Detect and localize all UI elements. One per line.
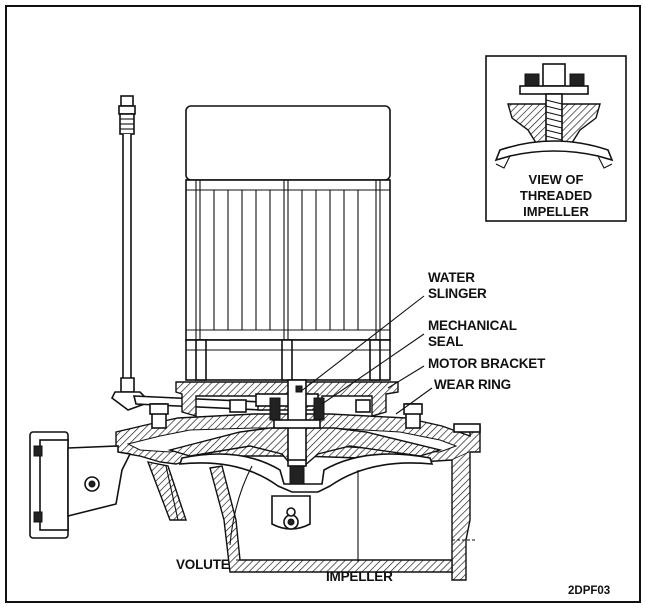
label-mechanical-line-2: SEAL [428, 334, 463, 349]
drain-plug [271, 495, 311, 530]
label-water-line-2: SLINGER [428, 286, 487, 301]
label-volute: VOLUTE [176, 557, 230, 572]
leader-wear-ring [395, 387, 433, 415]
inset-caption-line-1: VIEW OF [529, 172, 584, 187]
label-wear-ring: WEAR RING [434, 377, 511, 392]
inset-threaded-impeller: VIEW OF THREADED IMPELLER [485, 55, 627, 222]
figure-border [5, 5, 641, 603]
suction-flange [29, 431, 132, 539]
leader-volute [229, 465, 253, 546]
leader-motor-bracket [387, 365, 425, 389]
flush-line-tube [110, 95, 263, 411]
leader-mechanical-seal [321, 333, 425, 405]
figure-code: 2DPF03 [568, 585, 610, 597]
inset-caption-line-2: THREADED [520, 188, 592, 203]
leader-water-slinger [299, 295, 425, 393]
label-water-line-1: WATER [428, 270, 475, 285]
casing-bolts [149, 399, 423, 429]
label-impeller: IMPELLER [326, 569, 393, 584]
inset-caption-line-3: IMPELLER [523, 204, 589, 219]
motor [185, 105, 391, 381]
label-mechanical-line-1: MECHANICAL [428, 318, 517, 333]
leader-lines [229, 295, 433, 562]
label-motor-bracket: MOTOR BRACKET [428, 356, 546, 371]
shaft-and-mechanical-seal [269, 379, 325, 461]
